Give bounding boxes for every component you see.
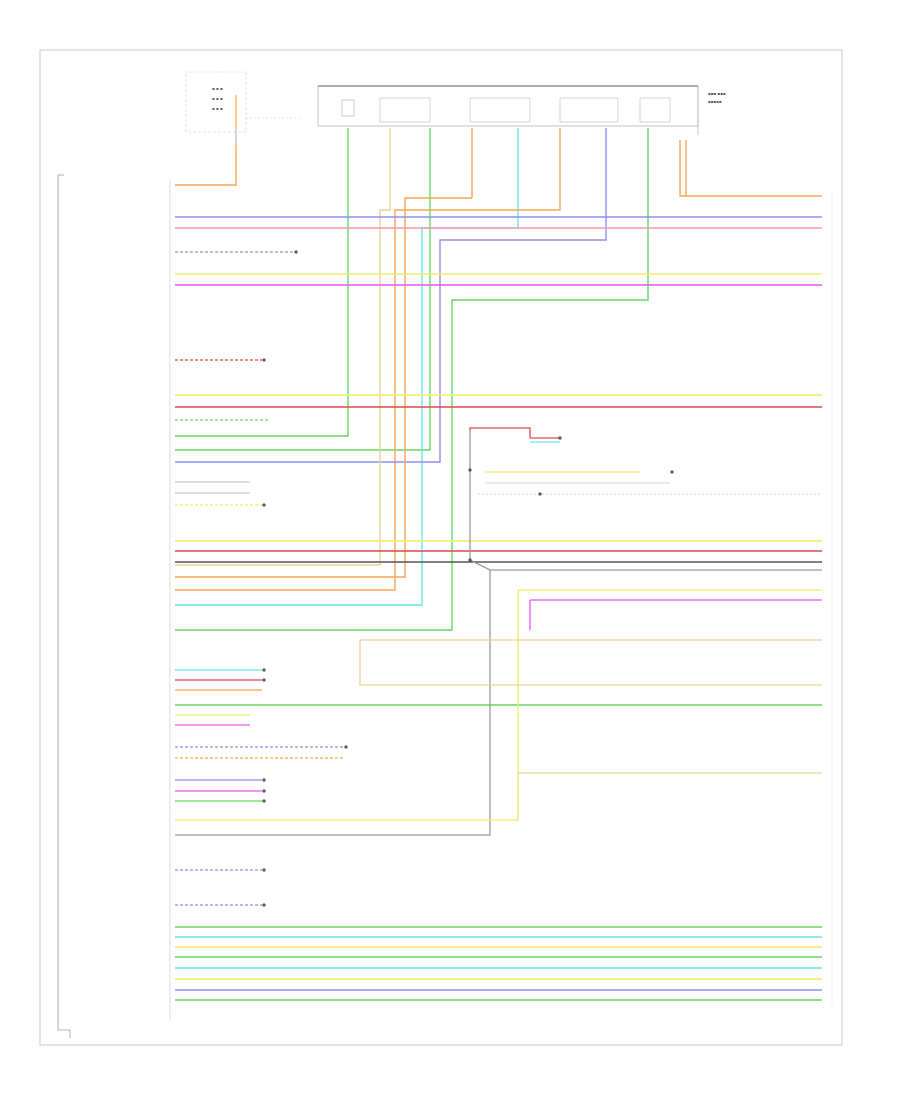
svg-text:▪▪▪ ▪▪▪: ▪▪▪ ▪▪▪ bbox=[708, 91, 726, 96]
module-output-wires bbox=[175, 128, 822, 631]
ground-arrows bbox=[262, 250, 674, 907]
center-splice-wires bbox=[175, 427, 822, 836]
svg-text:▪▪▪▪▪: ▪▪▪▪▪ bbox=[708, 99, 722, 104]
seat-module-connector bbox=[57, 174, 71, 1038]
seat-switch-module: ▪▪▪ ▪▪▪ ▪▪▪▪▪ bbox=[317, 85, 726, 135]
svg-text:▪ ▪ ▪: ▪ ▪ ▪ bbox=[212, 96, 223, 101]
diagram-frame bbox=[39, 49, 843, 1046]
svg-text:▪ ▪ ▪: ▪ ▪ ▪ bbox=[212, 86, 223, 91]
fuse-relay-block: ▪ ▪ ▪ ▪ ▪ ▪ ▪ ▪ ▪ bbox=[185, 71, 300, 145]
harness-wires bbox=[175, 216, 822, 1001]
svg-text:▪ ▪ ▪: ▪ ▪ ▪ bbox=[212, 106, 223, 111]
stub-wires bbox=[175, 251, 345, 906]
